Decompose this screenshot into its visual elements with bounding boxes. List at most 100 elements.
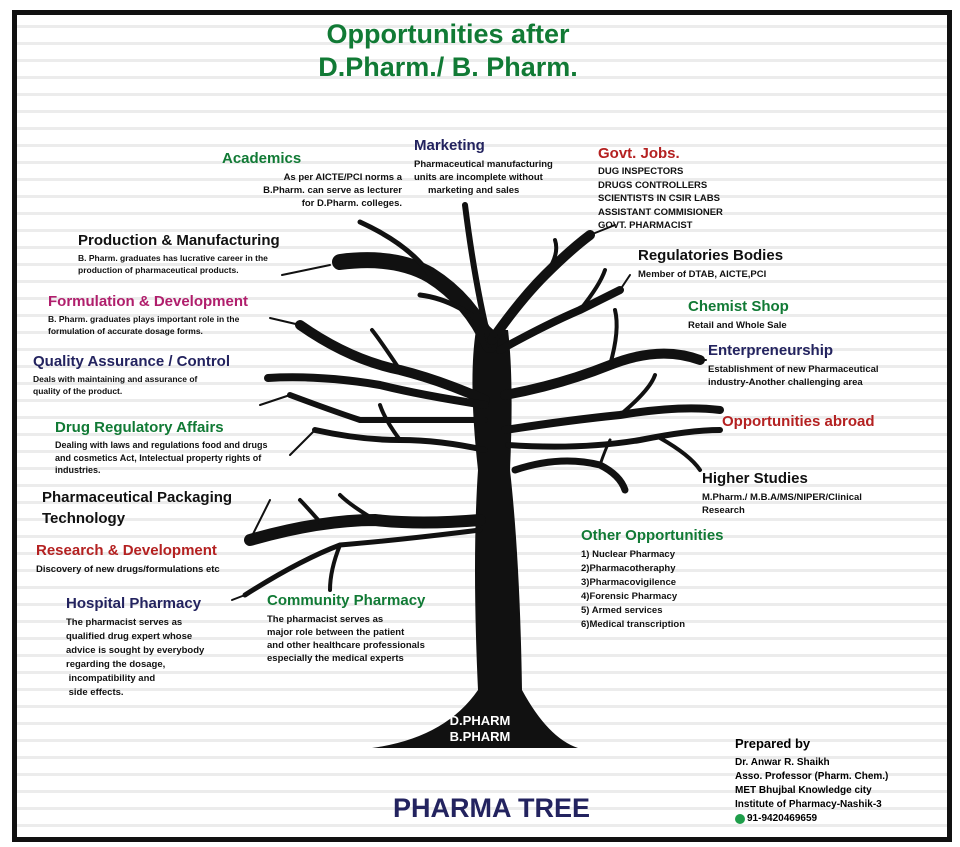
chemist-shop-description: Retail and Whole Sale [688,319,858,332]
quality-line: Deals with maintaining and assurance of [33,373,263,385]
prepared-line: Institute of Pharmacy-Nashik-3 [735,798,935,812]
hospital-line: The pharmacist serves as [66,616,246,630]
branch-regulatory-bodies: Regulatories Bodies Member of DTAB, AICT… [638,247,838,281]
branch-research: Research & Development Discovery of new … [36,542,276,576]
prepared-line: MET Bhujbal Knowledge city [735,784,935,798]
prepared-line: Dr. Anwar R. Shaikh [735,756,935,770]
community-description: The pharmacist serves as major role betw… [267,613,467,665]
branch-packaging: Pharmaceutical Packaging Technology [42,487,282,529]
community-line: especially the medical experts [267,652,467,665]
hospital-description: The pharmacist serves as qualified drug … [66,616,246,700]
quality-title: Quality Assurance / Control [33,353,263,371]
branch-govt-jobs: Govt. Jobs. DUG INSPECTORS DRUGS CONTROL… [598,145,758,233]
prepared-line: Asso. Professor (Pharm. Chem.) [735,770,935,784]
other-list: 1) Nuclear Pharmacy 2)Pharmacotheraphy 3… [581,548,781,632]
branch-quality-assurance: Quality Assurance / Control Deals with m… [33,353,263,397]
branch-production: Production & Manufacturing B. Pharm. gra… [78,232,328,276]
govt-jobs-title: Govt. Jobs. [598,145,758,163]
govt-jobs-item: ASSISTANT COMMISIONER [598,206,758,220]
footer-title: PHARMA TREE [393,793,590,824]
branch-entrepreneurship: Enterpreneurship Establishment of new Ph… [708,342,908,389]
higher-studies-line: M.Pharm./ M.B.A/MS/NIPER/Clinical [702,491,912,504]
drug-regulatory-title: Drug Regulatory Affairs [55,419,315,437]
entrepreneurship-line: industry-Another challenging area [708,376,908,389]
poster-title: Opportunities after D.Pharm./ B. Pharm. [258,18,638,84]
trunk-label: D.PHARM B.PHARM [430,713,530,745]
branch-drug-regulatory: Drug Regulatory Affairs Dealing with law… [55,419,315,477]
entrepreneurship-line: Establishment of new Pharmaceutical [708,363,908,376]
other-item: 3)Pharmacovigilence [581,576,781,590]
higher-studies-title: Higher Studies [702,470,912,488]
quality-description: Deals with maintaining and assurance of … [33,373,263,397]
research-title: Research & Development [36,542,276,560]
production-line: B. Pharm. graduates has lucrative career… [78,252,328,264]
higher-studies-description: M.Pharm./ M.B.A/MS/NIPER/Clinical Resear… [702,491,912,517]
other-item: 5) Armed services [581,604,781,618]
community-line: The pharmacist serves as [267,613,467,626]
marketing-title: Marketing [414,137,594,155]
production-title: Production & Manufacturing [78,232,328,250]
community-line: and other healthcare professionals [267,639,467,652]
drug-regulatory-line: Dealing with laws and regulations food a… [55,439,315,452]
academics-title: Academics [222,150,402,168]
govt-jobs-item: DUG INSPECTORS [598,165,758,179]
formulation-title: Formulation & Development [48,293,308,311]
branch-marketing: Marketing Pharmaceutical manufacturing u… [414,137,594,197]
abroad-title: Opportunities abroad [722,413,922,431]
govt-jobs-item: SCIENTISTS IN CSIR LABS [598,192,758,206]
other-item: 6)Medical transcription [581,618,781,632]
academics-line: for D.Pharm. colleges. [222,197,402,210]
research-description: Discovery of new drugs/formulations etc [36,563,276,576]
other-item: 1) Nuclear Pharmacy [581,548,781,562]
entrepreneurship-title: Enterpreneurship [708,342,908,360]
trunk-label-line-2: B.PHARM [430,729,530,745]
formulation-line: formulation of accurate dosage forms. [48,325,308,337]
regulatory-bodies-description: Member of DTAB, AICTE,PCI [638,268,838,281]
branch-academics: Academics As per AICTE/PCI norms a B.Pha… [222,150,402,210]
marketing-line: marketing and sales [414,184,594,197]
marketing-line: Pharmaceutical manufacturing [414,158,594,171]
prepared-phone: 91-9420469659 [735,812,935,826]
chemist-shop-title: Chemist Shop [688,298,858,316]
trunk-label-line-1: D.PHARM [430,713,530,729]
other-item: 2)Pharmacotheraphy [581,562,781,576]
hospital-title: Hospital Pharmacy [66,595,246,613]
marketing-description: Pharmaceutical manufacturing units are i… [414,158,594,197]
quality-line: quality of the product. [33,385,263,397]
packaging-title-line-1: Pharmaceutical Packaging [42,487,282,508]
branch-hospital-pharmacy: Hospital Pharmacy The pharmacist serves … [66,595,246,700]
branch-community-pharmacy: Community Pharmacy The pharmacist serves… [267,592,467,665]
drug-regulatory-line: industries. [55,464,315,477]
packaging-title-line-2: Technology [42,508,282,529]
marketing-line: units are incomplete without [414,171,594,184]
hospital-line: advice is sought by everybody [66,644,246,658]
other-item: 4)Forensic Pharmacy [581,590,781,604]
hospital-line: side effects. [66,686,246,700]
prepared-details: Dr. Anwar R. Shaikh Asso. Professor (Pha… [735,756,935,826]
whatsapp-icon [735,814,745,824]
production-line: production of pharmaceutical products. [78,264,328,276]
title-line-2: D.Pharm./ B. Pharm. [258,51,638,84]
formulation-description: B. Pharm. graduates plays important role… [48,313,308,337]
govt-jobs-item: GOVT. PHARMACIST [598,219,758,233]
formulation-line: B. Pharm. graduates plays important role… [48,313,308,325]
prepared-heading: Prepared by [735,736,935,751]
branch-abroad: Opportunities abroad [722,413,922,431]
hospital-line: regarding the dosage, [66,658,246,672]
production-description: B. Pharm. graduates has lucrative career… [78,252,328,276]
branch-formulation: Formulation & Development B. Pharm. grad… [48,293,308,337]
academics-line: As per AICTE/PCI norms a [222,171,402,184]
academics-description: As per AICTE/PCI norms a B.Pharm. can se… [222,171,402,210]
hospital-line: qualified drug expert whose [66,630,246,644]
prepared-by: Prepared by Dr. Anwar R. Shaikh Asso. Pr… [735,736,935,826]
govt-jobs-list: DUG INSPECTORS DRUGS CONTROLLERS SCIENTI… [598,165,758,233]
academics-line: B.Pharm. can serve as lecturer [222,184,402,197]
branch-chemist-shop: Chemist Shop Retail and Whole Sale [688,298,858,332]
phone-number: 91-9420469659 [747,812,817,826]
entrepreneurship-description: Establishment of new Pharmaceutical indu… [708,363,908,389]
regulatory-bodies-title: Regulatories Bodies [638,247,838,265]
hospital-line: incompatibility and [66,672,246,686]
higher-studies-line: Research [702,504,912,517]
drug-regulatory-description: Dealing with laws and regulations food a… [55,439,315,477]
